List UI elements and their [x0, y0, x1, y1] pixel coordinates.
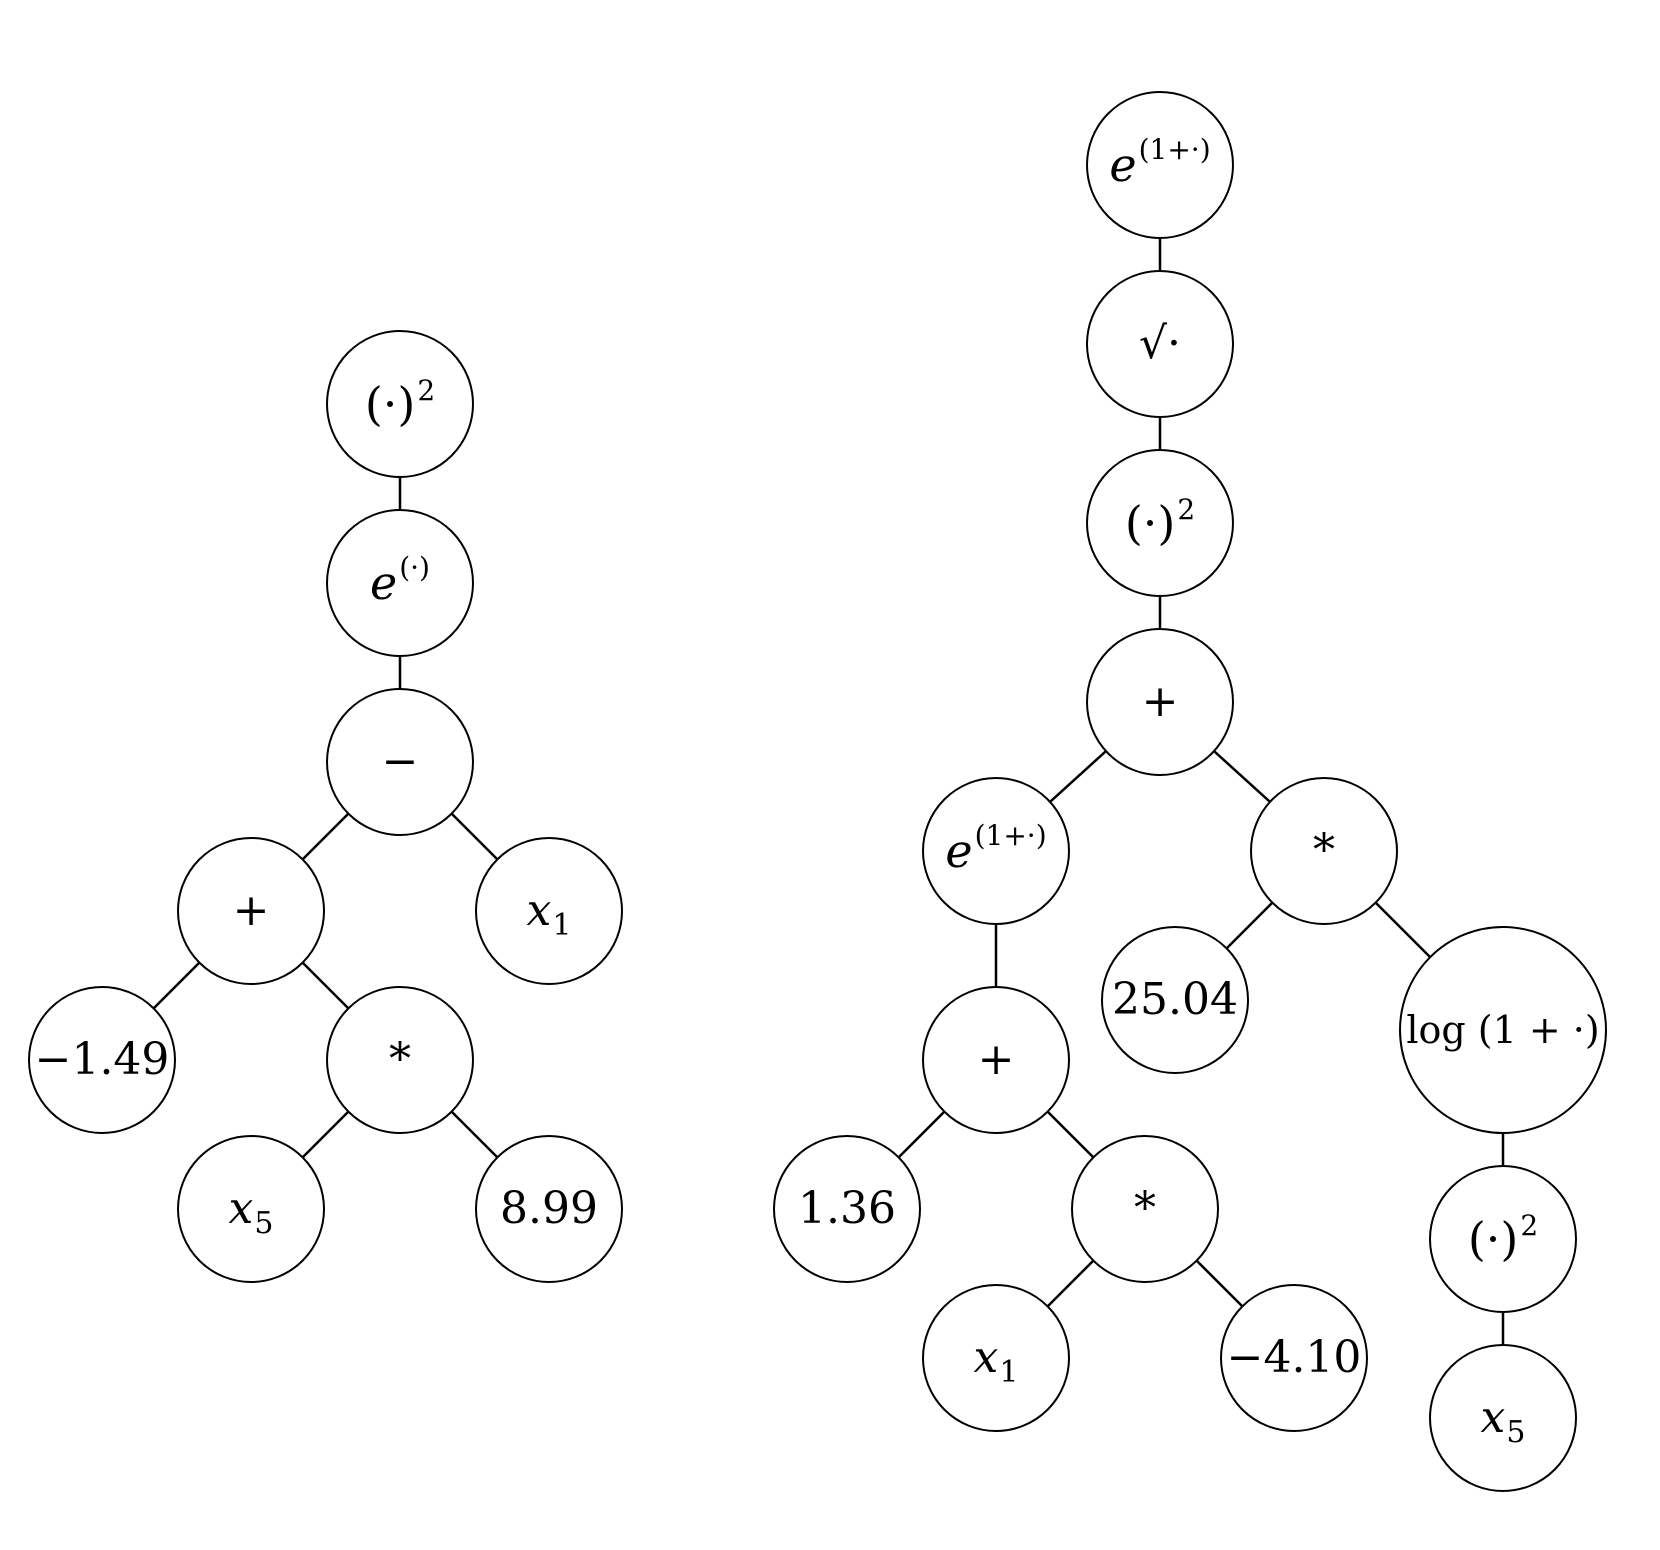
node-label: 25.04 [1112, 974, 1238, 1025]
variable-subscript: 1 [999, 1355, 1019, 1390]
variable-symbol: x [973, 1332, 999, 1383]
variable-symbol: x [1480, 1392, 1506, 1443]
node-label: * [1134, 1183, 1156, 1234]
tree-node: + [1086, 628, 1234, 776]
tree-node: (·)2 [1086, 449, 1234, 597]
node-label: (·)2 [1467, 1212, 1538, 1266]
operator-base: e [1109, 138, 1137, 192]
node-label: −4.10 [1226, 1332, 1362, 1383]
operator-base: (·) [1124, 496, 1176, 550]
node-label: * [1313, 825, 1335, 876]
operator-base: (·) [1467, 1212, 1519, 1266]
node-label: (·)2 [1124, 496, 1195, 550]
tree-node: * [326, 986, 474, 1134]
tree-node: 8.99 [475, 1135, 623, 1283]
variable-subscript: 5 [254, 1206, 274, 1241]
tree-node: 1.36 [773, 1135, 921, 1283]
variable-subscript: 1 [552, 908, 572, 943]
tree-node: * [1250, 777, 1398, 925]
tree-node: √· [1086, 270, 1234, 418]
variable-symbol: x [228, 1183, 254, 1234]
node-label: √· [1138, 318, 1182, 369]
operator-superscript: 2 [1177, 493, 1196, 526]
node-label: e(·) [370, 554, 430, 610]
tree-node: * [1071, 1135, 1219, 1283]
operator-base: (·) [364, 377, 416, 431]
tree-node: − [326, 688, 474, 836]
node-label: + [1141, 676, 1179, 727]
operator-superscript: (·) [399, 551, 430, 584]
node-label: e(1+·) [945, 822, 1046, 878]
node-label: −1.49 [34, 1034, 170, 1085]
node-label: (·)2 [364, 377, 435, 431]
operator-base: e [370, 556, 398, 610]
operator-base: e [945, 824, 973, 878]
tree-node: e(1+·) [922, 777, 1070, 925]
operator-superscript: (1+·) [974, 819, 1047, 852]
node-label: + [232, 885, 270, 936]
tree-node: e(1+·) [1086, 91, 1234, 239]
tree-node: log (1 + ·) [1399, 926, 1607, 1134]
node-label: 8.99 [500, 1183, 598, 1234]
tree-node: (·)2 [326, 330, 474, 478]
node-label: + [977, 1034, 1015, 1085]
operator-superscript: (1+·) [1138, 133, 1211, 166]
variable-subscript: 5 [1506, 1415, 1526, 1450]
node-label: log (1 + ·) [1406, 1008, 1600, 1052]
tree-node: 25.04 [1101, 926, 1249, 1074]
node-label: e(1+·) [1109, 136, 1210, 192]
operator-superscript: 2 [1520, 1209, 1539, 1242]
tree-node: (·)2 [1429, 1165, 1577, 1313]
node-label: − [381, 736, 419, 787]
tree-node: −1.49 [28, 986, 176, 1134]
node-label: * [389, 1034, 411, 1085]
tree-node: + [177, 837, 325, 985]
variable-symbol: x [526, 885, 552, 936]
tree-node: + [922, 986, 1070, 1134]
tree-node: e(·) [326, 509, 474, 657]
operator-superscript: 2 [417, 374, 436, 407]
node-label: 1.36 [798, 1183, 896, 1234]
tree-node: −4.10 [1220, 1284, 1368, 1432]
